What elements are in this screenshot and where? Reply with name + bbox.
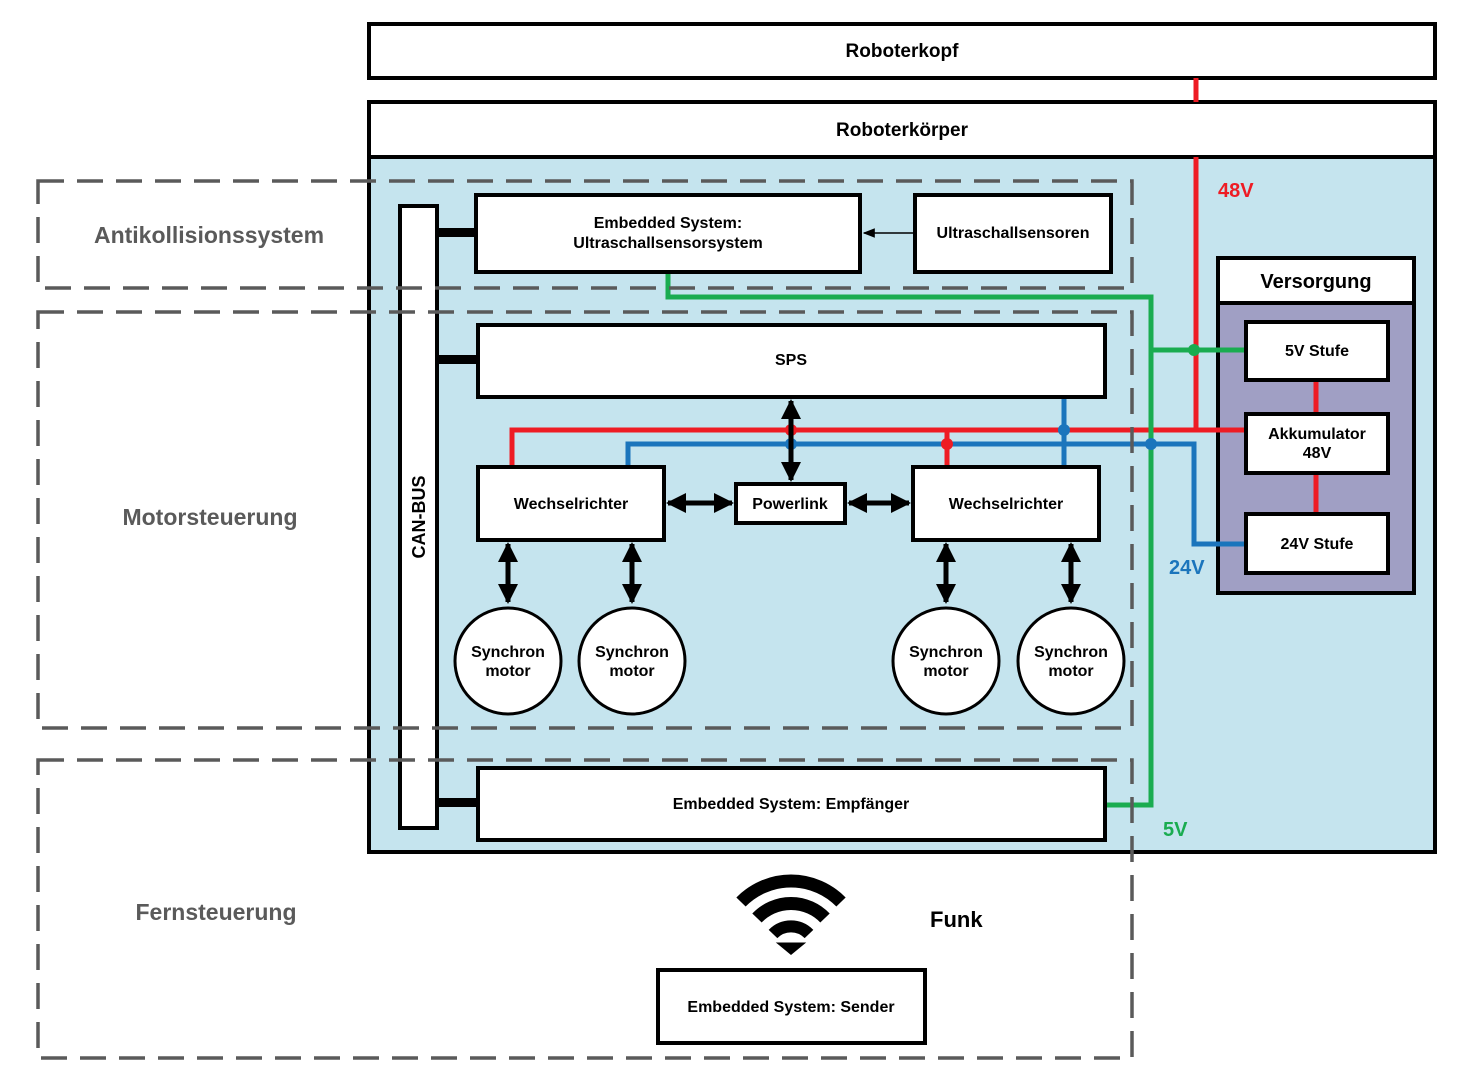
svg-text:motor: motor	[485, 663, 530, 680]
sender-label: Embedded System: Sender	[687, 999, 894, 1016]
ultraschallsensoren-box	[913, 193, 1113, 274]
label-5v: 5V	[1163, 819, 1188, 841]
synchronmotor-4: Synchron motor	[1016, 606, 1126, 716]
svg-text:motor: motor	[609, 663, 654, 680]
empfaenger-label: Embedded System: Empfänger	[673, 796, 910, 813]
stufe-24v-box	[1244, 512, 1390, 575]
roboterkoerper-box	[367, 100, 1437, 159]
svg-text:Synchron: Synchron	[909, 644, 983, 661]
can-bus-bar	[398, 204, 439, 830]
wechselrichter-right-box	[911, 465, 1101, 542]
stufe-5v-box	[1244, 320, 1390, 382]
roboterkoerper-label: Roboterkörper	[836, 120, 969, 141]
svg-text:motor: motor	[1048, 663, 1093, 680]
svg-text:Synchron: Synchron	[1034, 644, 1108, 661]
label-48v: 48V	[1218, 180, 1254, 202]
group-motorsteuerung-boundary	[36, 310, 1134, 730]
embedded-ultraschall-line2: Ultraschallsensorsystem	[573, 235, 762, 252]
ultraschallsensoren-label: Ultraschallsensoren	[937, 225, 1090, 242]
funk-label: Funk	[930, 907, 983, 932]
powerlink-label: Powerlink	[752, 496, 828, 513]
versorgung-title-box	[1216, 256, 1416, 305]
akkumulator-label-line1: Akkumulator	[1268, 426, 1366, 443]
embedded-ultraschall-box	[474, 193, 862, 274]
sender-box	[656, 968, 927, 1045]
group-antikollision-label: Antikollisionssystem	[94, 222, 324, 248]
akkumulator-label-line2: 48V	[1303, 445, 1332, 462]
akkumulator-box	[1244, 412, 1390, 475]
empfaenger-box	[476, 766, 1107, 842]
svg-text:Synchron: Synchron	[471, 644, 545, 661]
bidirectional-arrows	[498, 399, 1081, 604]
synchronmotor-2: Synchron motor	[577, 606, 687, 716]
sps-box	[476, 323, 1107, 399]
group-fernsteuerung-boundary	[36, 758, 1134, 1060]
wechselrichter-left-label: Wechselrichter	[514, 496, 628, 513]
svg-text:motor: motor	[923, 663, 968, 680]
stufe-24v-label: 24V Stufe	[1281, 536, 1354, 553]
wechselrichter-right-label: Wechselrichter	[949, 496, 1063, 513]
can-bus-connectors	[437, 228, 478, 807]
versorgung-title: Versorgung	[1260, 271, 1371, 293]
stufe-5v-label: 5V Stufe	[1285, 343, 1349, 360]
roboterkopf-box	[367, 22, 1437, 80]
group-fernsteuerung-label: Fernsteuerung	[135, 899, 296, 925]
synchronmotor-1: Synchron motor	[453, 606, 563, 716]
sps-label: SPS	[775, 352, 807, 369]
roboterkopf-label: Roboterkopf	[846, 41, 960, 62]
powerlink-box	[734, 482, 847, 525]
embedded-ultraschall-line1: Embedded System:	[594, 215, 742, 232]
group-motorsteuerung-label: Motorsteuerung	[122, 504, 297, 530]
wechselrichter-left-box	[476, 465, 666, 542]
wifi-icon	[736, 874, 846, 955]
group-antikollision-boundary	[36, 179, 1134, 290]
can-bus-label: CAN-BUS	[409, 476, 429, 559]
svg-text:Synchron: Synchron	[595, 644, 669, 661]
label-24v: 24V	[1169, 557, 1205, 579]
synchronmotor-3: Synchron motor	[891, 606, 1001, 716]
